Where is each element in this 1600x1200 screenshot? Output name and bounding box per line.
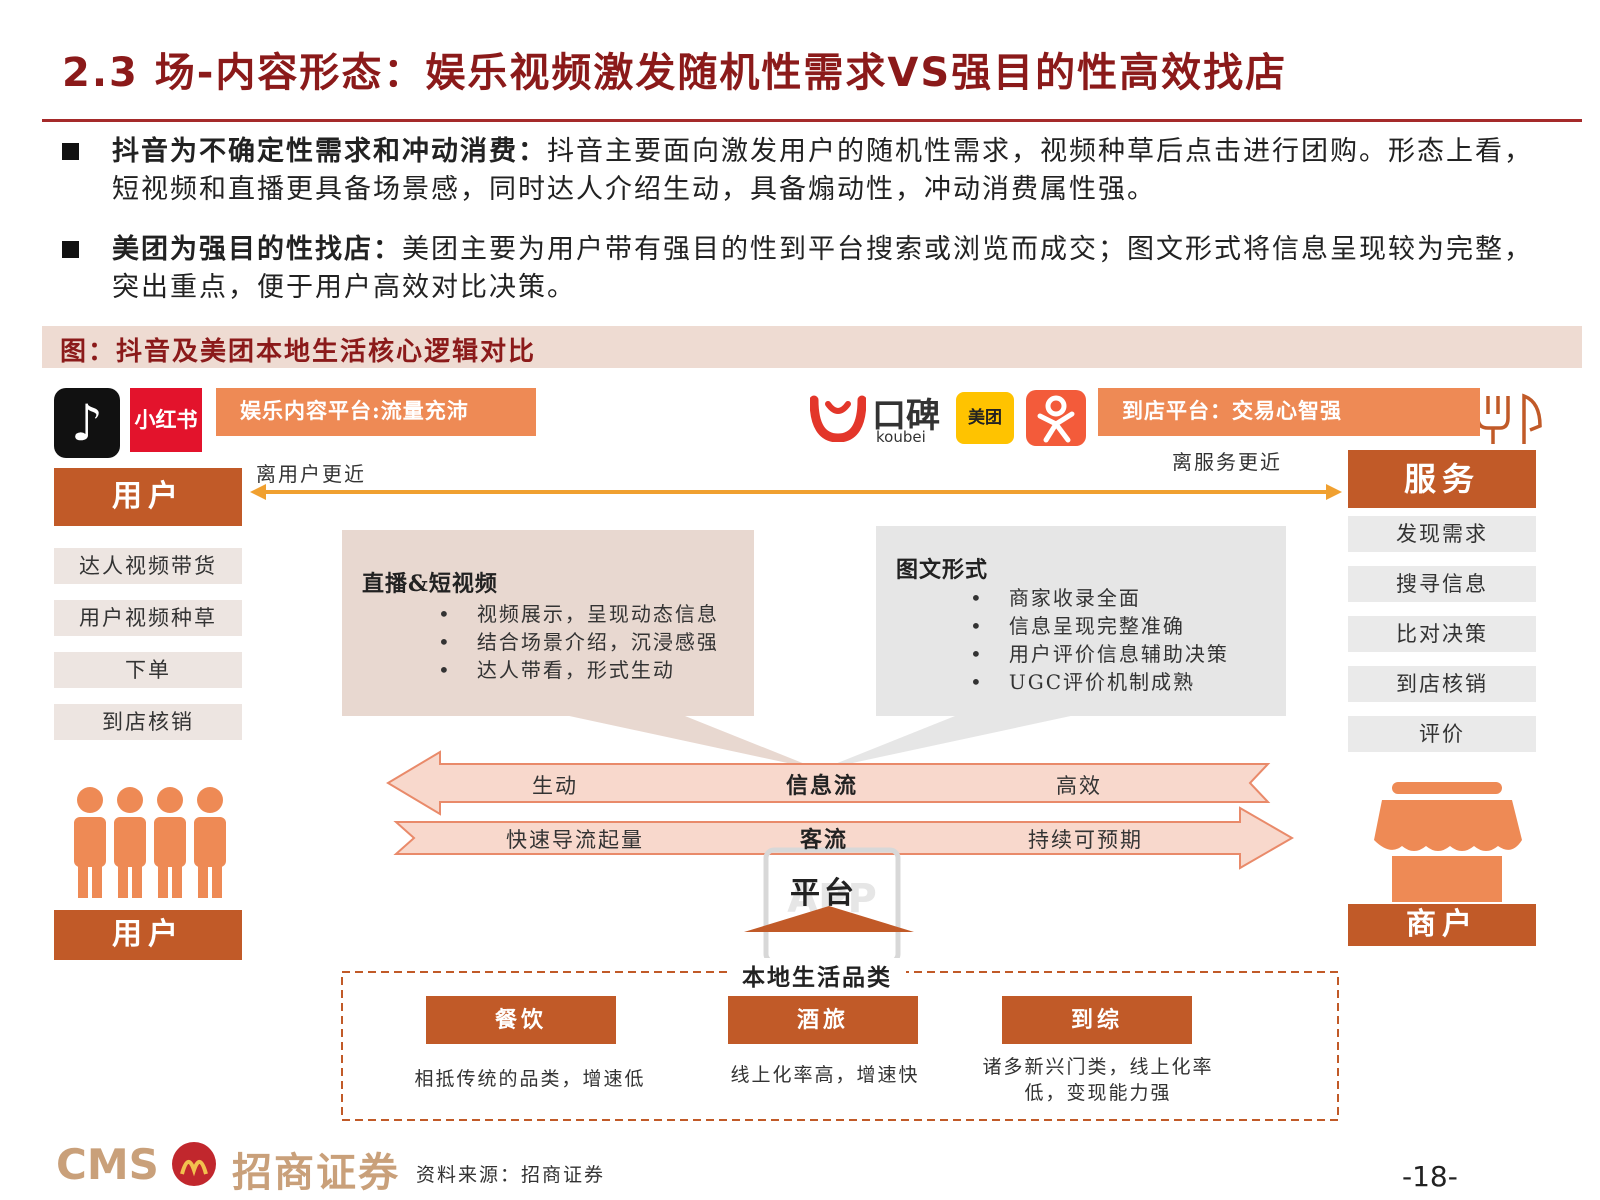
service-step: 到店核销 <box>1348 666 1536 702</box>
left-platform-label: 娱乐内容平台:流量充沛 <box>216 388 536 436</box>
image-text-item: • UGC评价机制成熟 <box>970 670 1196 694</box>
live-video-title: 直播&短视频 <box>362 571 498 597</box>
image-text-item: • 商家收录全面 <box>970 586 1141 610</box>
koubei-logo-icon <box>810 395 866 442</box>
live-video-item: • 结合场景介绍，沉浸感强 <box>438 630 719 654</box>
live-video-item: • 视频展示，呈现动态信息 <box>438 602 719 626</box>
service-step: 搜寻信息 <box>1348 566 1536 602</box>
cms-logo-icon <box>172 1142 216 1186</box>
platform-label: 平台 <box>790 876 858 911</box>
info-flow-left: 生动 <box>532 774 578 798</box>
bullet-text: 抖音主要面向激发用户的随机性需求，视频种草后点击进行团购。形态上看，短视频和直播… <box>112 136 1533 205</box>
info-flow-right: 高效 <box>1056 774 1102 798</box>
koubei-name: 口碑 <box>872 396 940 436</box>
image-text-title: 图文形式 <box>896 557 989 583</box>
tiktok-logo: ♪ <box>54 388 120 458</box>
page-title: 2.3 场-内容形态：娱乐视频激发随机性需求VS强目的性高效找店 <box>62 50 1288 96</box>
bullet-heading: 抖音为不确定性需求和冲动消费： <box>112 136 547 167</box>
bullet-heading: 美团为强目的性找店： <box>112 234 402 265</box>
user-step: 下单 <box>54 652 242 688</box>
koubei-subtitle: koubei <box>876 428 926 446</box>
customer-flow-right: 持续可预期 <box>1028 828 1143 852</box>
category-leisure: 到综 <box>1002 996 1192 1044</box>
user-header: 用户 <box>54 468 242 526</box>
category-hotel-travel-desc: 线上化率高，增速快 <box>730 1064 920 1086</box>
user-step: 达人视频带货 <box>54 548 242 584</box>
text-callout-tail <box>820 714 1080 770</box>
customer-flow-center: 客流 <box>800 827 849 853</box>
bullet-douyin: 抖音为不确定性需求和冲动消费：抖音主要面向激发用户的随机性需求，视频种草后点击进… <box>62 133 1552 209</box>
live-callout-tail <box>560 714 820 770</box>
bullet-meituan: 美团为强目的性找店：美团主要为用户带有强目的性到平台搜索或浏览而成交；图文形式将… <box>62 231 1552 307</box>
figure-caption-bar <box>42 326 1582 368</box>
footer-brand-latin: CMS <box>56 1140 159 1189</box>
reach-arrow-right-head <box>1326 484 1342 500</box>
user-step: 用户视频种草 <box>54 600 242 636</box>
service-step: 发现需求 <box>1348 516 1536 552</box>
user-step: 到店核销 <box>54 704 242 740</box>
figure-caption: 图：抖音及美团本地生活核心逻辑对比 <box>60 337 537 367</box>
right-platform-label: 到店平台：交易心智强 <box>1098 388 1480 436</box>
dianping-logo-icon <box>1026 390 1086 446</box>
bullet-square-icon <box>62 241 79 258</box>
image-text-callout <box>876 526 1286 716</box>
service-step: 比对决策 <box>1348 616 1536 652</box>
meituan-logo: 美团 <box>956 392 1014 444</box>
customer-flow-left: 快速导流起量 <box>506 828 644 852</box>
service-step: 评价 <box>1348 716 1536 752</box>
local-life-title: 本地生活品类 <box>728 958 906 992</box>
image-text-item: • 用户评价信息辅助决策 <box>970 642 1229 666</box>
shop-icon <box>1374 782 1522 902</box>
near-user-label: 离用户更近 <box>256 462 366 486</box>
utensils-icon <box>1476 393 1542 444</box>
people-icon <box>74 787 226 898</box>
footer-source: 资料来源：招商证券 <box>416 1164 606 1186</box>
user-bottom-header: 用户 <box>54 910 242 960</box>
title-divider <box>42 119 1582 122</box>
image-text-item: • 信息呈现完整准确 <box>970 614 1185 638</box>
category-leisure-desc: 诸多新兴门类，线上化率低，变现能力强 <box>982 1056 1214 1104</box>
live-video-item: • 达人带看，形式生动 <box>438 658 675 682</box>
category-dining-desc: 相抵传统的品类，增速低 <box>414 1068 646 1090</box>
page-number: -18- <box>1402 1160 1458 1193</box>
category-dining: 餐饮 <box>426 996 616 1044</box>
category-hotel-travel: 酒旅 <box>728 996 918 1044</box>
customer-flow-arrow <box>393 806 1295 870</box>
bullet-square-icon <box>62 143 79 160</box>
bullet-text: 美团主要为用户带有强目的性到平台搜索或浏览而成交；图文形式将信息呈现较为完整，突… <box>112 234 1533 303</box>
near-service-label: 离服务更近 <box>1172 450 1282 474</box>
footer-brand-cn: 招商证券 <box>232 1149 400 1196</box>
xiaohongshu-logo: 小红书 <box>130 388 202 452</box>
info-flow-arrow <box>386 750 1271 816</box>
reach-arrow-left-head <box>250 484 266 500</box>
info-flow-center: 信息流 <box>786 773 859 799</box>
service-header: 服务 <box>1348 450 1536 508</box>
merchant-header: 商户 <box>1348 904 1536 946</box>
platform-up-arrow <box>744 906 914 932</box>
live-video-callout <box>342 530 754 716</box>
